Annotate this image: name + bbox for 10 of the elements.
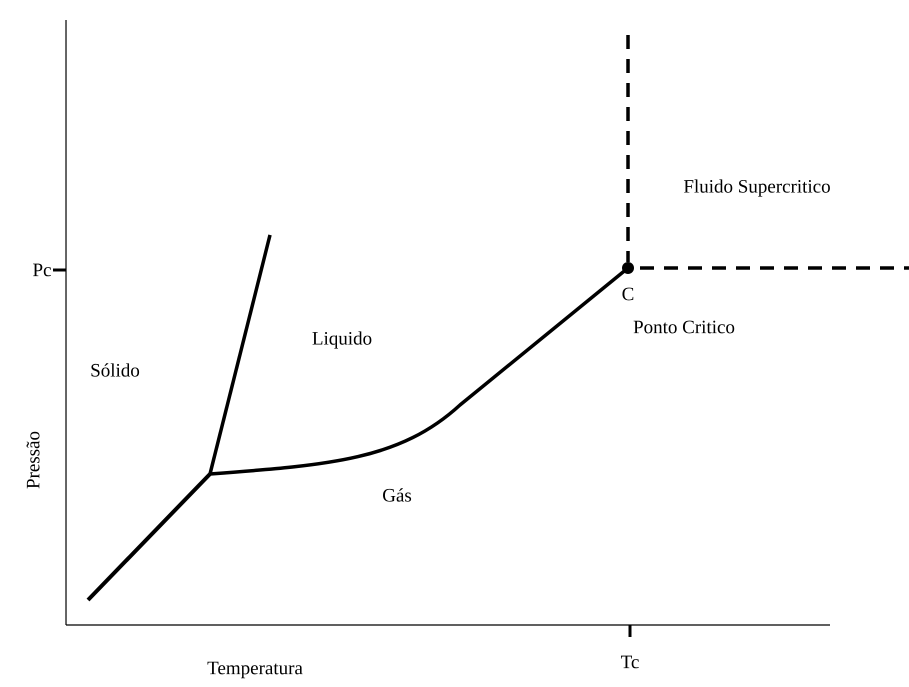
region-label: Fluido Supercritico xyxy=(684,179,830,197)
axis-title: Temperatura xyxy=(208,662,303,678)
region-label: Sólido xyxy=(91,363,140,377)
axis-tick-label: Tc xyxy=(621,656,639,668)
point-label: C xyxy=(622,288,634,300)
axis-tick-label: Pc xyxy=(33,264,51,276)
region-label: Liquido xyxy=(312,331,372,349)
region-label: Gás xyxy=(383,488,412,502)
point-label: Ponto Critico xyxy=(634,320,734,334)
axis-title: Pressão xyxy=(26,432,40,488)
